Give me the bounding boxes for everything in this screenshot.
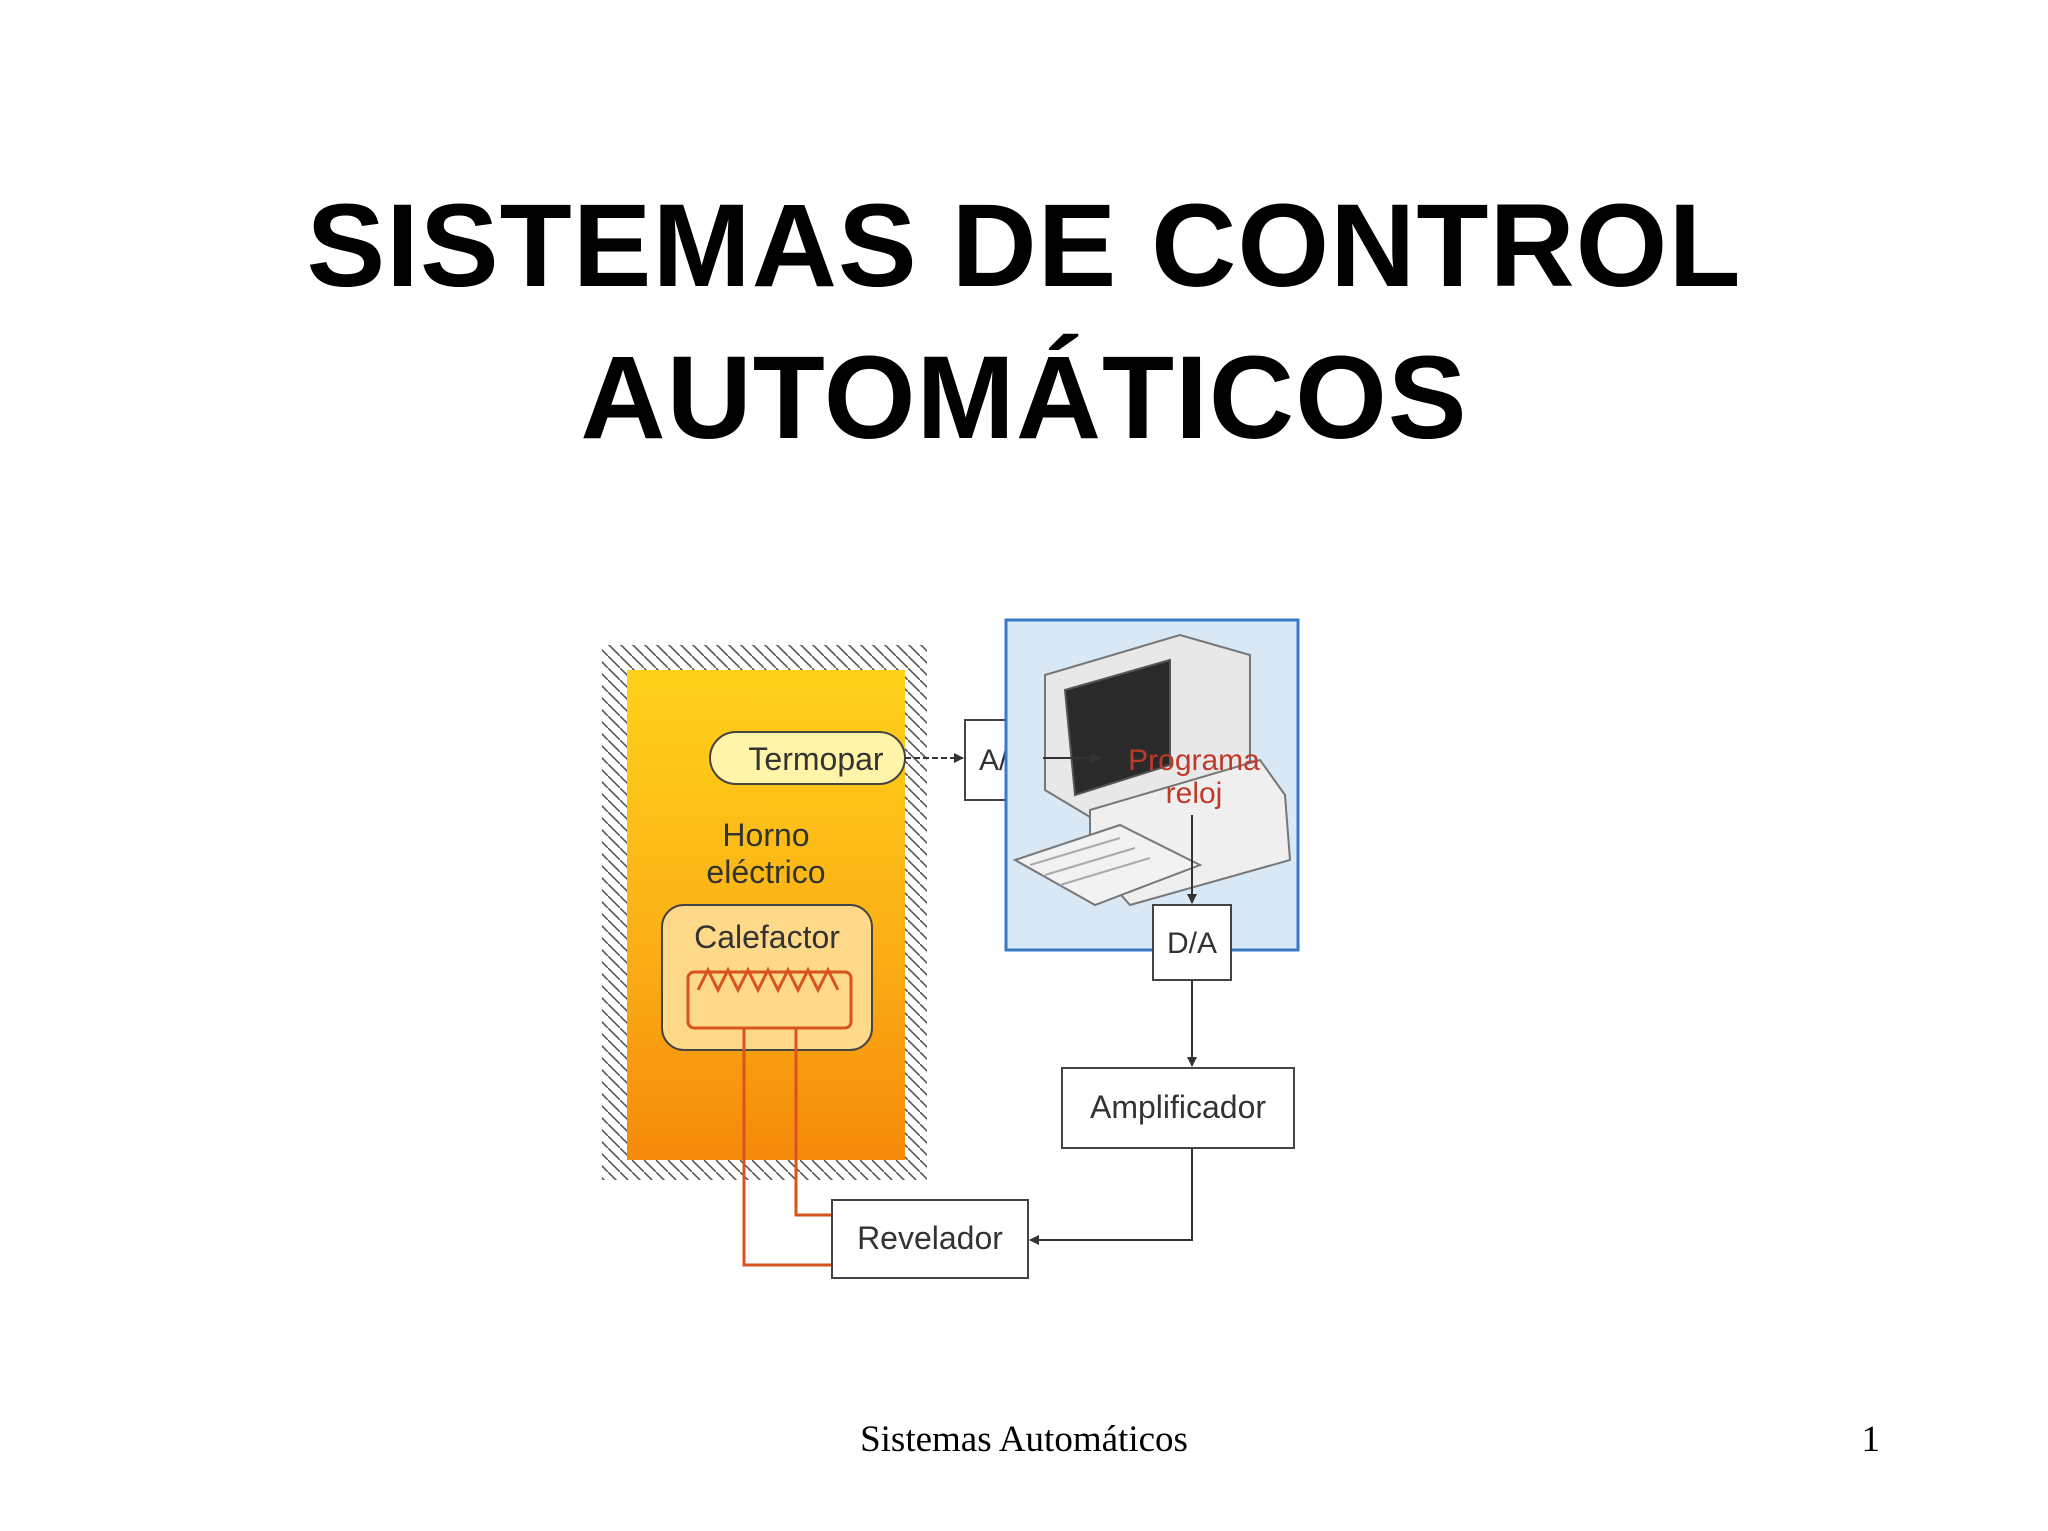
footer-text: Sistemas Automáticos bbox=[860, 1419, 1188, 1460]
relay-label: Revelador bbox=[857, 1220, 1003, 1256]
heater-coil bbox=[696, 966, 840, 994]
computer-icon bbox=[1012, 633, 1292, 907]
title-line-2: AUTOMÁTICOS bbox=[580, 332, 1468, 464]
amplifier-to-relay-arrow bbox=[1029, 1148, 1193, 1245]
thermocouple-label: Termopar bbox=[748, 741, 884, 777]
page-number: 1 bbox=[1861, 1419, 1881, 1460]
oven-label-2: eléctrico bbox=[706, 854, 825, 890]
heater-label: Calefactor bbox=[694, 919, 840, 955]
heater-box bbox=[661, 904, 873, 1051]
heater-wire-outer bbox=[742, 1028, 832, 1267]
slide-title: SISTEMAS DE CONTROL AUTOMÁTICOS bbox=[0, 170, 2048, 474]
da-converter-label: D/A bbox=[1167, 927, 1217, 960]
relay-box bbox=[831, 1199, 1029, 1279]
heater-wire-inner bbox=[794, 1028, 832, 1217]
oven-label-1: Horno bbox=[722, 817, 809, 853]
title-line-1: SISTEMAS DE CONTROL bbox=[306, 180, 1742, 312]
amplifier-label: Amplificador bbox=[1090, 1089, 1266, 1125]
da-converter-box bbox=[1152, 904, 1232, 981]
program-label-1: Programa bbox=[1128, 744, 1260, 777]
control-system-diagram: Termopar Horno eléctrico Calefactor A/D … bbox=[602, 618, 1300, 1279]
amplifier-box bbox=[1061, 1067, 1295, 1149]
program-label-2: reloj bbox=[1166, 777, 1223, 810]
